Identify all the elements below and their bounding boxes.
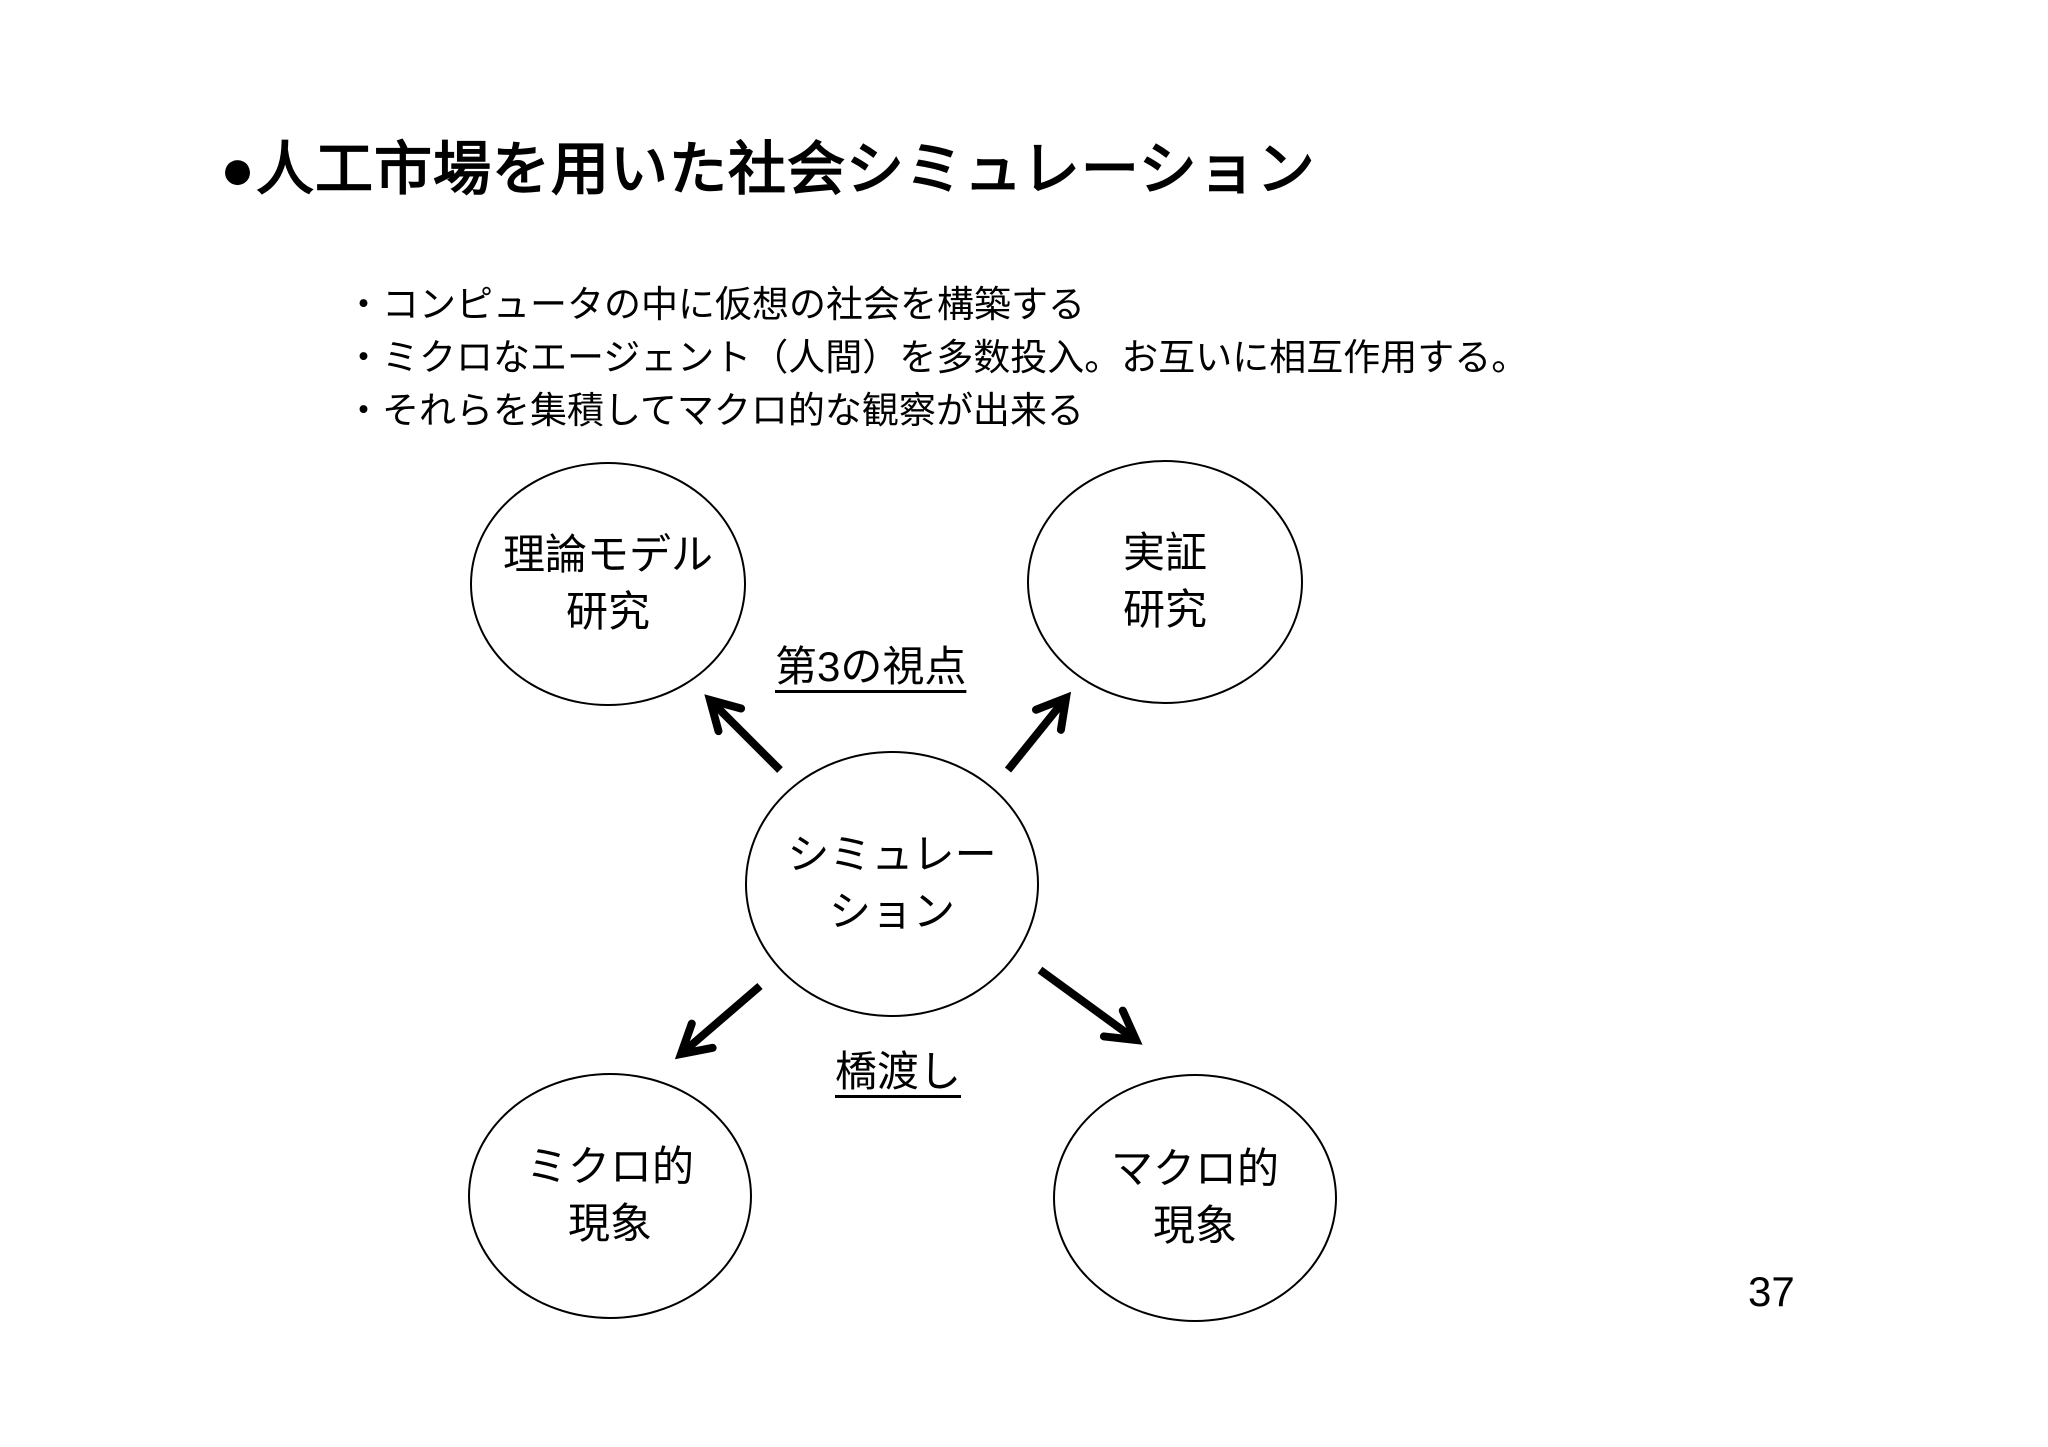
node-empirical-label: 実証 研究 bbox=[1122, 529, 1207, 633]
node-macro-label: マクロ的 現象 bbox=[1110, 1145, 1279, 1249]
arrow-simulation-to-empirical bbox=[1004, 691, 1072, 773]
slide-title: ●人工市場を用いた社会シミュレーション bbox=[220, 137, 1316, 202]
bullet-item: ・コンピュータの中に仮想の社会を構築する bbox=[345, 284, 1085, 325]
node-theory-model-research: 理論モデル 研究 bbox=[470, 462, 746, 706]
node-macro-phenomena: マクロ的 現象 bbox=[1053, 1074, 1337, 1322]
node-theory-label: 理論モデル 研究 bbox=[502, 531, 713, 635]
node-simulation-label: シミュレー ション bbox=[787, 831, 997, 935]
bullet-item: ・ミクロなエージェント（人間）を多数投入。お互いに相互作用する。 bbox=[345, 337, 1529, 378]
label-bridging: 橋渡し bbox=[835, 1048, 962, 1095]
node-simulation: シミュレー ション bbox=[745, 751, 1039, 1017]
bullet-item: ・それらを集積してマクロ的な観察が出来る bbox=[345, 390, 1084, 431]
bullet-list: ・コンピュータの中に仮想の社会を構築する ・ミクロなエージェント（人間）を多数投… bbox=[345, 278, 1528, 437]
label-third-viewpoint: 第3の視点 bbox=[775, 643, 967, 690]
page-number: 37 bbox=[1748, 1268, 1795, 1315]
arrow-simulation-to-theory bbox=[704, 694, 783, 773]
node-empirical-research: 実証 研究 bbox=[1027, 460, 1303, 704]
node-micro-label: ミクロ的 現象 bbox=[525, 1143, 694, 1247]
arrow-simulation-to-micro bbox=[674, 982, 763, 1060]
arrow-simulation-to-macro bbox=[1037, 966, 1143, 1045]
node-micro-phenomena: ミクロ的 現象 bbox=[468, 1073, 752, 1319]
